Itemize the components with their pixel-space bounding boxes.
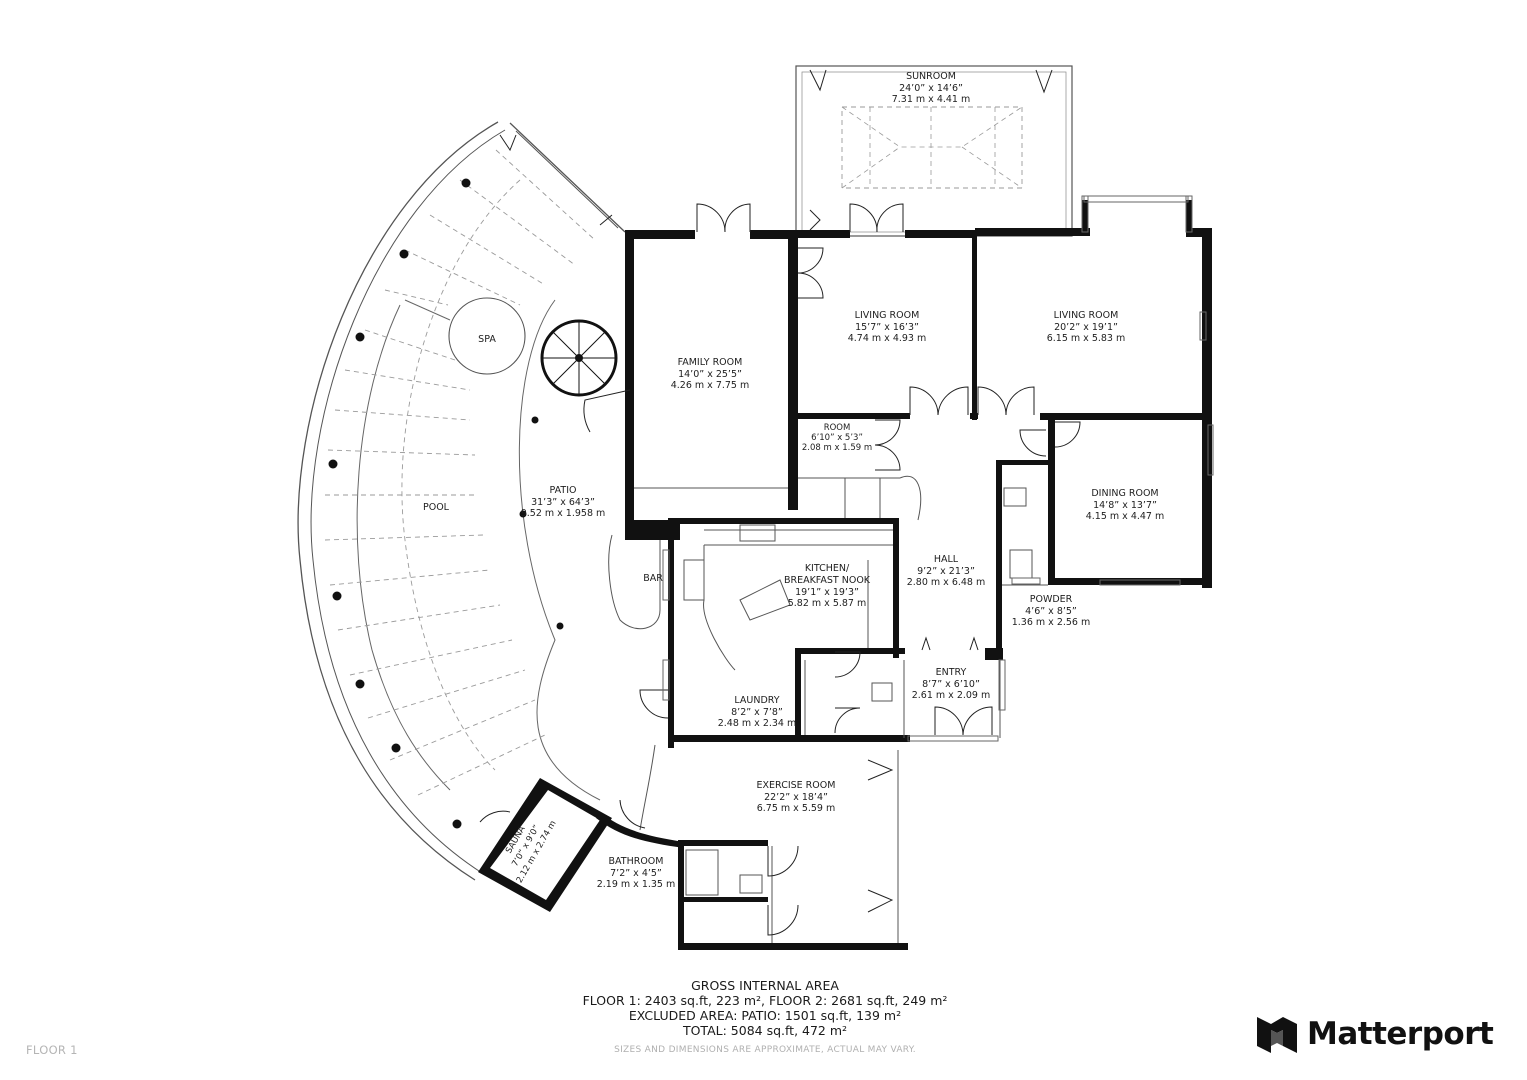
powder-metric: 1.36 m x 2.56 m (1012, 617, 1091, 628)
dining-room-label: DINING ROOM (1091, 488, 1158, 499)
pool-patio-structure (297, 121, 661, 881)
sunroom-imperial: 24’0” x 14’6” (899, 83, 963, 94)
entry-label: ENTRY (936, 667, 967, 678)
exercise-room-label: EXERCISE ROOM (757, 780, 836, 791)
family-room-imperial: 14’0” x 25’5” (678, 369, 742, 380)
sunroom-label: SUNROOM (906, 71, 956, 82)
bar-label: BAR (643, 573, 663, 584)
matterport-logo-icon (1257, 1017, 1297, 1053)
family-room-metric: 4.26 m x 7.75 m (671, 380, 750, 391)
bathroom-metric: 2.19 m x 1.35 m (597, 879, 676, 890)
dining-room-metric: 4.15 m x 4.47 m (1086, 511, 1165, 522)
spa-label: SPA (478, 334, 496, 345)
exercise-room-metric: 6.75 m x 5.59 m (757, 803, 836, 814)
dining-room-imperial: 14’8” x 13’7” (1093, 500, 1157, 511)
living-room-1-imperial: 15’7” x 16’3” (855, 322, 919, 333)
living-room-2-imperial: 20’2” x 19’1” (1054, 322, 1118, 333)
hall-label: HALL (934, 554, 959, 565)
pool-label: POOL (423, 502, 450, 513)
laundry-label: LAUNDRY (734, 695, 779, 706)
interior-lines (634, 475, 1048, 943)
entry-imperial: 8’7” x 6’10” (922, 679, 980, 690)
walls (478, 200, 1212, 950)
gross-internal-area: GROSS INTERNAL AREA FLOOR 1: 2403 sq.ft,… (460, 978, 1070, 1038)
floor-label: FLOOR 1 (26, 1043, 78, 1057)
area-excluded: EXCLUDED AREA: PATIO: 1501 sq.ft, 139 m² (628, 1008, 902, 1023)
entry-metric: 2.61 m x 2.09 m (912, 690, 991, 701)
hall-imperial: 9’2” x 21’3” (917, 566, 975, 577)
area-floors: FLOOR 1: 2403 sq.ft, 223 m², FLOOR 2: 26… (582, 993, 948, 1008)
laundry-imperial: 8’2” x 7’8” (731, 707, 783, 718)
family-room-label: FAMILY ROOM (678, 357, 743, 368)
room-metric: 2.08 m x 1.59 m (802, 443, 872, 453)
patio-label: PATIO (550, 485, 577, 496)
living-room-2-metric: 6.15 m x 5.83 m (1047, 333, 1126, 344)
door-swings (479, 134, 1081, 936)
powder-label: POWDER (1030, 594, 1073, 605)
kitchen-label-2: BREAKFAST NOOK (784, 575, 871, 586)
bathroom-imperial: 7’2” x 4’5” (610, 868, 662, 879)
area-total: TOTAL: 5084 sq.ft, 472 m² (682, 1023, 848, 1038)
laundry-metric: 2.48 m x 2.34 m (718, 718, 797, 729)
powder-imperial: 4’6” x 8’5” (1025, 606, 1077, 617)
room-imperial: 6’10” x 5’3” (811, 433, 863, 443)
room-label: ROOM (824, 423, 851, 433)
kitchen-label-1: KITCHEN/ (805, 563, 850, 574)
kitchen-metric: 5.82 m x 5.87 m (788, 598, 867, 609)
sunroom-metric: 7.31 m x 4.41 m (892, 94, 971, 105)
area-heading: GROSS INTERNAL AREA (691, 978, 839, 993)
living-room-1-metric: 4.74 m x 4.93 m (848, 333, 927, 344)
patio-metric: 9.52 m x 1.958 m (521, 508, 606, 519)
disclaimer: SIZES AND DIMENSIONS ARE APPROXIMATE, AC… (614, 1045, 916, 1055)
windows (662, 195, 1214, 742)
exercise-room-imperial: 22’2” x 18’4” (764, 792, 828, 803)
kitchen-imperial: 19’1” x 19’3” (795, 587, 859, 598)
living-room-2-label: LIVING ROOM (1054, 310, 1119, 321)
bathroom-label: BATHROOM (609, 856, 664, 867)
matterport-wordmark: Matterport (1307, 1016, 1494, 1052)
matterport-brand: Matterport (1255, 1012, 1494, 1056)
room-labels: SUNROOM 24’0” x 14’6” 7.31 m x 4.41 m LI… (423, 71, 1164, 890)
living-room-1-label: LIVING ROOM (855, 310, 920, 321)
hall-metric: 2.80 m x 6.48 m (907, 577, 986, 588)
patio-imperial: 31’3” x 64’3” (531, 497, 595, 508)
